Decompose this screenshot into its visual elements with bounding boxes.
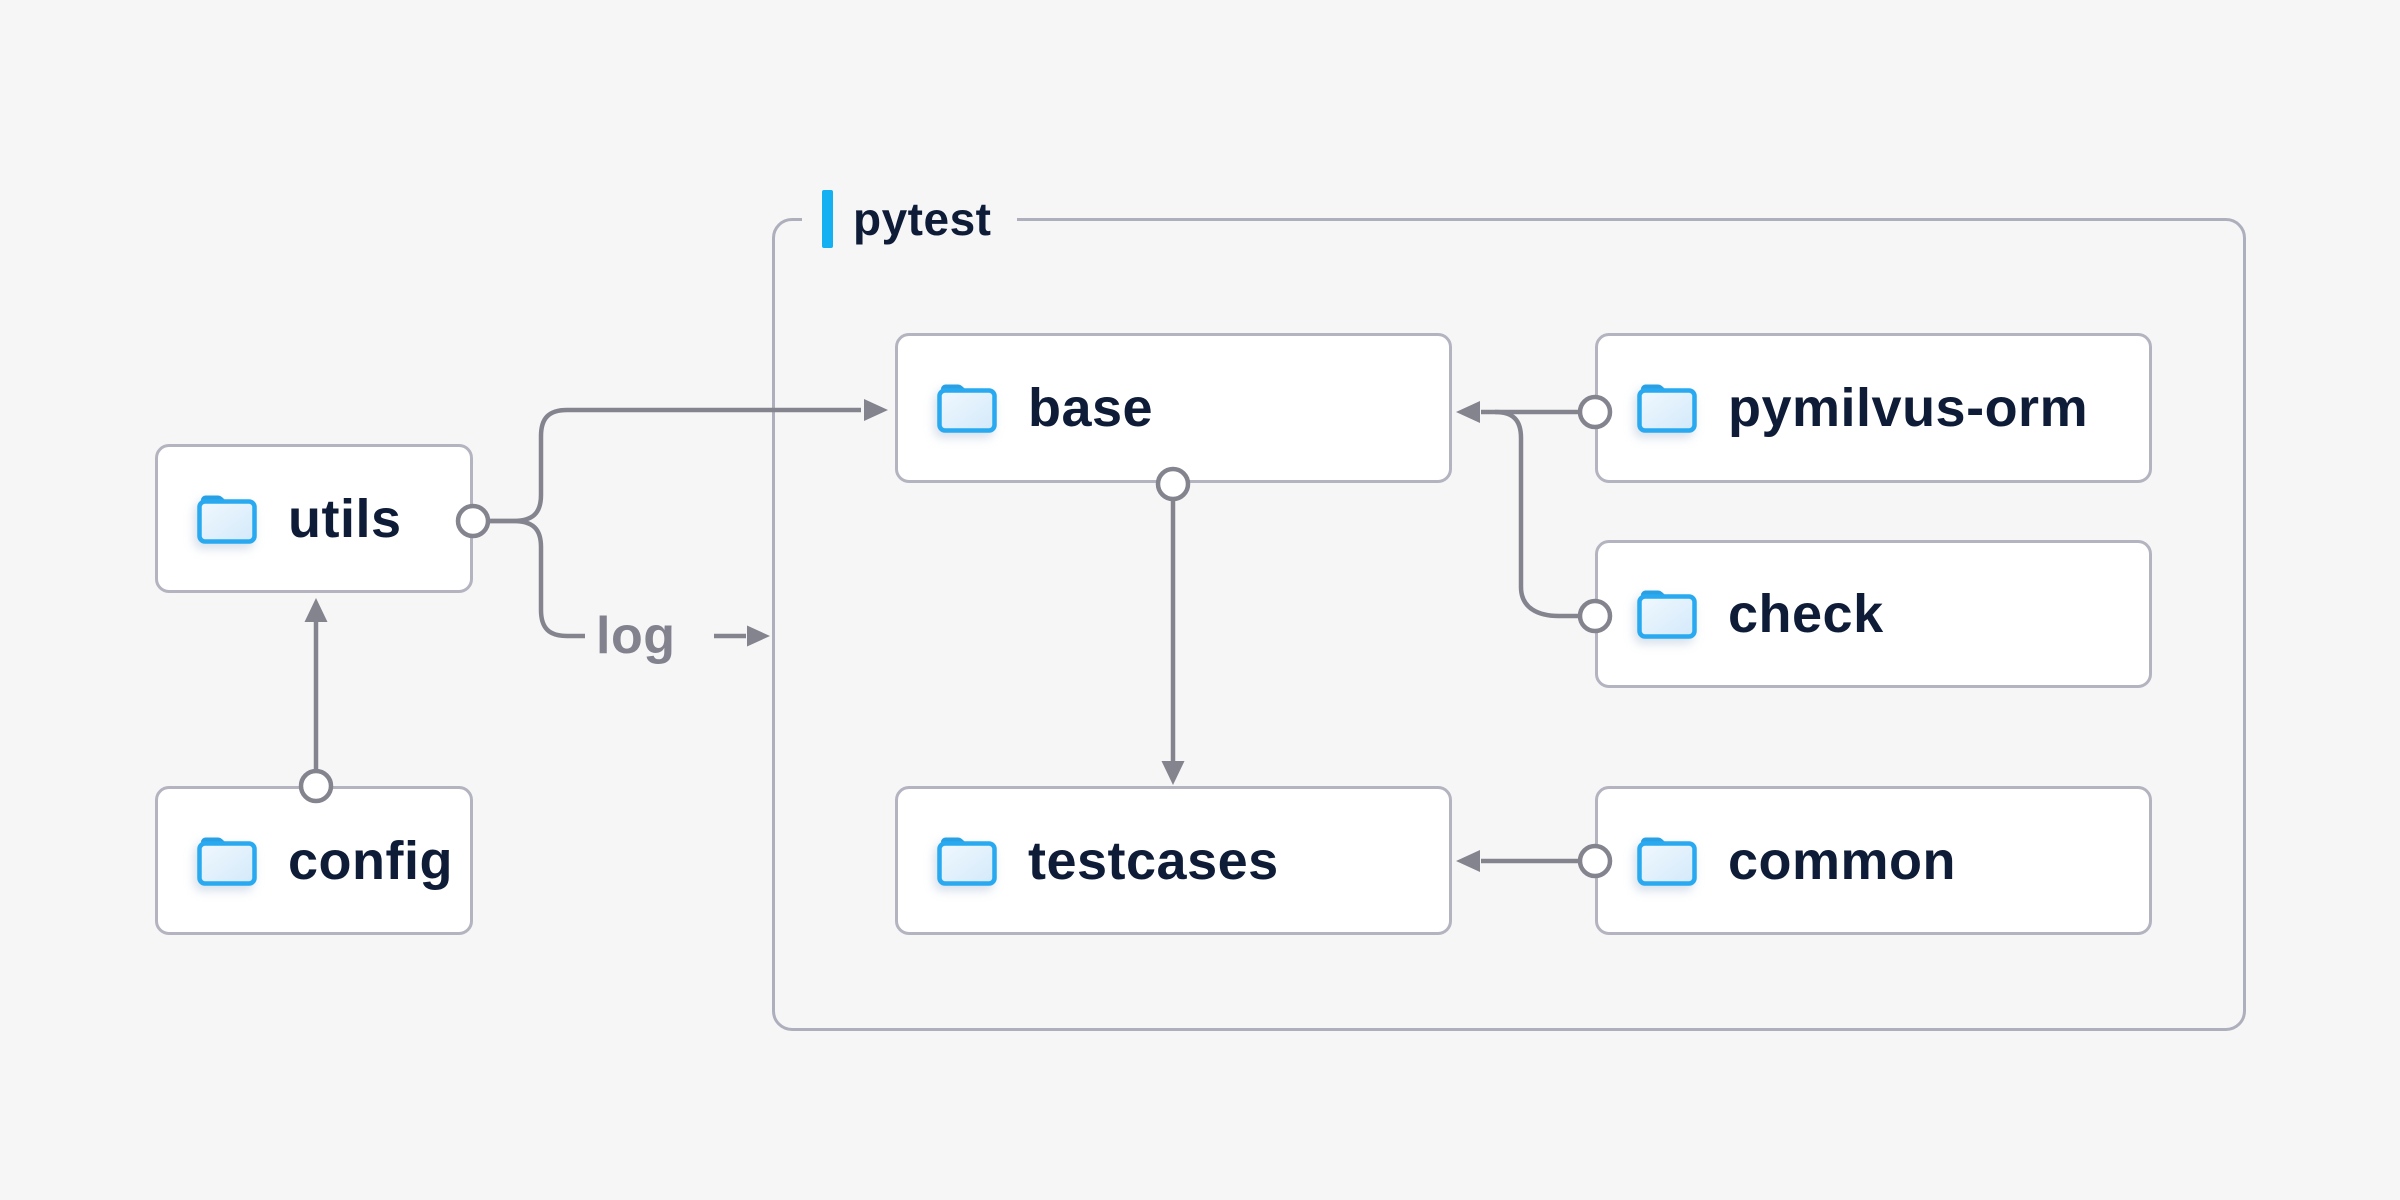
arrowhead-right-icon <box>747 625 770 647</box>
folder-icon <box>1634 588 1700 640</box>
folder-icon <box>194 493 260 545</box>
node-label: config <box>288 830 453 891</box>
node-label: utils <box>288 488 402 549</box>
pytest-group-label: pytest <box>802 188 1018 250</box>
pytest-group-box <box>772 218 2246 1031</box>
node-label: testcases <box>1028 830 1279 891</box>
node-label: common <box>1728 830 1957 891</box>
folder-icon <box>934 382 1000 434</box>
node-config: config <box>155 786 473 935</box>
edge-label-log: log <box>596 607 676 665</box>
folder-icon <box>934 835 1000 887</box>
edge-config-utils <box>298 598 334 804</box>
node-label: check <box>1728 584 1884 644</box>
folder-icon <box>1634 835 1700 887</box>
folder-icon <box>1634 382 1700 434</box>
pytest-group-title: pytest <box>853 193 992 245</box>
arrowhead-up-icon <box>304 598 328 622</box>
folder-icon <box>194 835 260 887</box>
node-label: base <box>1028 378 1154 438</box>
node-utils: utils <box>155 444 473 593</box>
node-base: base <box>895 333 1452 483</box>
node-common: common <box>1595 786 2152 935</box>
accent-bar-icon <box>822 190 833 248</box>
node-testcases: testcases <box>895 786 1452 935</box>
node-check: check <box>1595 540 2152 688</box>
node-label: pymilvus-orm <box>1728 378 2089 438</box>
node-pymilvus-orm: pymilvus-orm <box>1595 333 2152 483</box>
